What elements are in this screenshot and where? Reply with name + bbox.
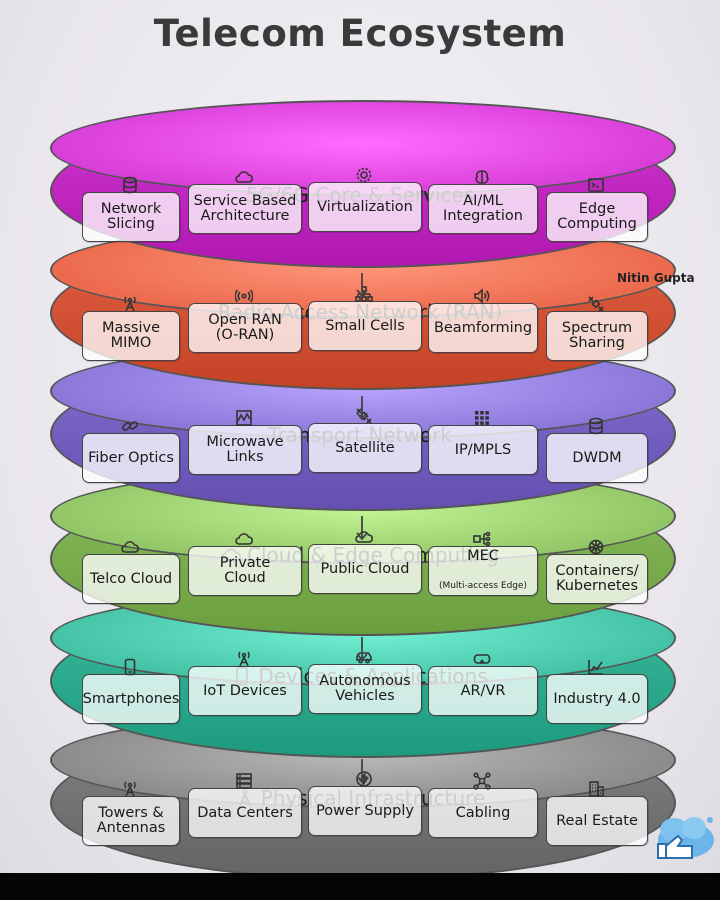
item-note: (Multi-access Edge) (438, 580, 528, 591)
item-autonomous-vehicles: Autonomous Vehicles (308, 664, 422, 714)
item-label: AR/VR (460, 682, 506, 699)
item-containers-kubernetes: Containers/ Kubernetes (546, 554, 648, 604)
item-label: Massive MIMO (101, 320, 161, 351)
item-ip-mpls: IP/MPLS (428, 425, 538, 475)
item-ai-ml-integration: AI/ML Integration (428, 184, 538, 234)
down-arrow-icon (355, 272, 369, 303)
cloud-icon (235, 168, 254, 191)
item-satellite: Satellite (308, 423, 422, 473)
item-service-based-architecture: Service Based Architecture (188, 184, 302, 234)
item-network-slicing: Network Slicing (82, 192, 180, 242)
item-label: Open RAN (O-RAN) (208, 312, 282, 343)
item-label: Towers & Antennas (96, 805, 166, 836)
item-telco-cloud: Telco Cloud (82, 554, 180, 604)
cloud-icon (355, 528, 374, 551)
item-cabling: Cabling (428, 788, 538, 838)
item-label: Smartphones (82, 690, 180, 707)
item-mec: MEC (Multi-access Edge) (428, 546, 538, 596)
item-dwdm: DWDM (546, 433, 648, 483)
hub-icon (473, 772, 491, 795)
cloud-logo-icon (657, 817, 714, 859)
server-icon (235, 772, 253, 795)
building-icon (587, 780, 605, 803)
item-spectrum-sharing: Spectrum Sharing (546, 311, 648, 361)
item-label: Beamforming (433, 319, 533, 336)
item-industry-4-0: Industry 4.0 (546, 674, 648, 724)
item-label: Containers/ Kubernetes (555, 563, 639, 594)
down-arrow-icon (355, 758, 369, 789)
cloud-icon (121, 538, 140, 561)
item-fiber-optics: Fiber Optics (82, 433, 180, 483)
item-iot-devices: IoT Devices (188, 666, 302, 716)
brain-icon (473, 168, 491, 191)
item-data-centers: Data Centers (188, 788, 302, 838)
bottom-bar (0, 873, 720, 900)
item-smartphones: Smartphones (82, 674, 180, 724)
wave-icon (235, 409, 253, 432)
speaker-icon (473, 287, 491, 310)
mec-icon (473, 530, 491, 553)
item-microwave-links: Microwave Links (188, 425, 302, 475)
canvas: Telecom Ecosystem Physical Infrastructur… (0, 0, 720, 873)
chart-icon (587, 658, 605, 681)
item-label: Network Slicing (100, 201, 162, 232)
item-label: Autonomous Vehicles (319, 673, 411, 704)
item-label: Fiber Optics (88, 449, 174, 466)
item-beamforming: Beamforming (428, 303, 538, 353)
item-virtualization: Virtualization (308, 182, 422, 232)
phone-icon (121, 658, 139, 681)
item-massive-mimo: Massive MIMO (82, 311, 180, 361)
item-label: Cabling (455, 804, 511, 821)
item-power-supply: Power Supply (308, 786, 422, 836)
terminal-icon (587, 176, 605, 199)
item-open-ran-o-ran: Open RAN (O-RAN) (188, 303, 302, 353)
item-label: Real Estate (556, 812, 638, 829)
item-label: Private Cloud (219, 555, 271, 586)
item-label: Industry 4.0 (553, 690, 641, 707)
antenna-icon (121, 780, 139, 803)
item-ar-vr: AR/VR (428, 666, 538, 716)
gear-icon (355, 166, 373, 189)
item-small-cells: Small Cells (308, 301, 422, 351)
antenna-icon (235, 650, 253, 673)
item-edge-computing: Edge Computing (546, 192, 648, 242)
author-credit: Nitin Gupta (617, 271, 695, 285)
vr-icon (473, 650, 491, 673)
database-icon (121, 176, 139, 199)
cloud-icon (235, 530, 254, 553)
item-label: Spectrum Sharing (561, 320, 633, 351)
item-label: Public Cloud (320, 560, 410, 577)
down-arrow-icon (355, 636, 369, 667)
item-label: Edge Computing (557, 201, 637, 232)
antenna-icon (121, 295, 139, 318)
item-private-cloud: Private Cloud (188, 546, 302, 596)
grid-icon (473, 409, 491, 432)
item-label: Power Supply (316, 802, 414, 819)
item-label: Service Based Architecture (193, 193, 297, 224)
wifi-icon (234, 287, 254, 310)
page-title: Telecom Ecosystem (153, 12, 567, 55)
link-icon (121, 417, 139, 440)
item-label: AI/ML Integration (443, 193, 523, 224)
item-label: Small Cells (325, 317, 405, 334)
item-label: IoT Devices (203, 682, 287, 699)
item-label: Virtualization (317, 198, 413, 215)
item-label: Satellite (335, 439, 395, 456)
item-label: IP/MPLS (454, 441, 512, 458)
item-real-estate: Real Estate (546, 796, 648, 846)
item-label: DWDM (572, 449, 622, 466)
helm-icon (587, 538, 605, 561)
satellite-icon (587, 295, 605, 318)
item-label: Data Centers (197, 804, 293, 821)
item-label: Microwave Links (206, 434, 284, 465)
item-label: Telco Cloud (89, 570, 173, 587)
down-arrow-icon (355, 515, 369, 546)
database-icon (587, 417, 605, 440)
down-arrow-icon (355, 395, 369, 426)
item-public-cloud: Public Cloud (308, 544, 422, 594)
item-label: MEC (467, 547, 499, 564)
item-towers-antennas: Towers & Antennas (82, 796, 180, 846)
